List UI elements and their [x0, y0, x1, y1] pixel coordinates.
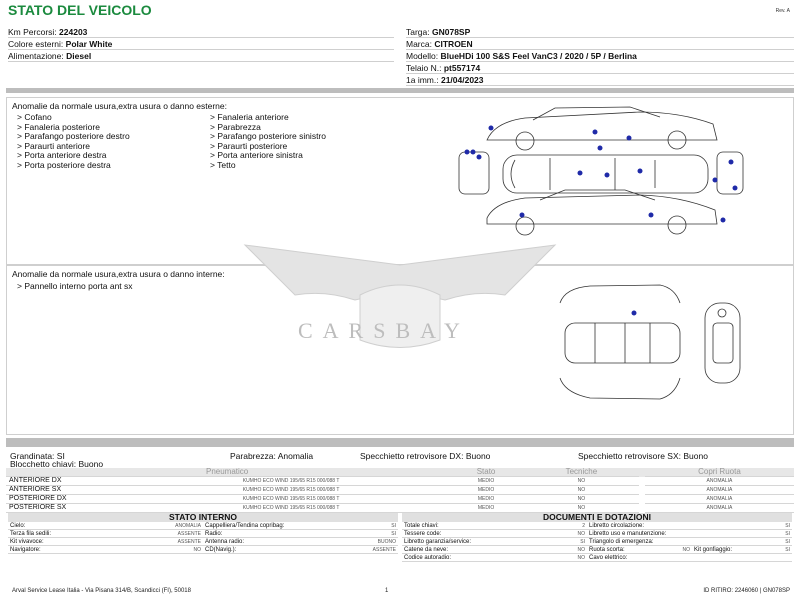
list-item: > Porta anteriore sinistra: [210, 150, 303, 160]
page-title: STATO DEL VEICOLO: [8, 2, 152, 18]
info-alimentazione: Alimentazione: Diesel: [8, 50, 394, 62]
blocchetto-chiavi-text: Blocchetto chiavi: Buono: [10, 459, 104, 469]
table-row: ANTERIORE SX KUMHO ECO WIND 195/65 R15 0…: [6, 485, 794, 495]
damage-marker: [470, 149, 476, 155]
grid-cell: Kit gonfiaggio:SI: [692, 547, 792, 554]
damage-marker: [712, 177, 718, 183]
header-stato: Stato: [448, 468, 524, 477]
list-item: > Parabrezza: [210, 121, 261, 132]
info-colore: Colore esterni: Polar White: [8, 38, 394, 50]
watermark-text: CARSBAY: [298, 318, 470, 343]
damage-marker: [728, 159, 734, 165]
damage-marker: [488, 125, 494, 131]
footer-page-number: 1: [385, 588, 389, 594]
grandinata-text: Grandinata: SI: [10, 451, 65, 461]
grid-cell: Radio:SI: [203, 531, 398, 538]
damage-marker: [604, 172, 610, 178]
list-item: > Pannello interno porta ant sx: [17, 281, 133, 291]
damage-marker: [597, 145, 603, 151]
damage-marker: [476, 154, 482, 160]
list-item: > Porta anteriore destra: [17, 150, 107, 160]
grid-cell: Totale chiavi:2: [402, 523, 587, 530]
grid-cell: Terza fila sedili:ASSENTE: [8, 531, 203, 538]
damage-marker: [626, 135, 632, 141]
grid-cell: Cielo:ANOMALIA: [8, 523, 203, 530]
grid-cell: Triangolo di emergenza:SI: [587, 539, 792, 546]
tires-table: Pneumatico Stato Tecniche Copri Ruota AN…: [6, 468, 794, 513]
section-divider: [6, 438, 794, 447]
footer-id-ritiro: ID RITIRO: 2246060 | GN078SP: [703, 588, 790, 594]
damage-marker: [720, 217, 726, 223]
specchietto-sx-text: Specchietto retrovisore SX: Buono: [578, 451, 708, 461]
specchietto-dx-text: Specchietto retrovisore DX: Buono: [360, 451, 491, 461]
info-targa: Targa: GN078SP: [406, 26, 794, 38]
grid-cell: Catene da neve:NO: [402, 547, 587, 554]
damage-marker: [577, 170, 583, 176]
stato-interno-grid: Cielo:ANOMALIA Cappelliera/Tendina copri…: [8, 522, 398, 556]
info-km: Km Percorsi: 224203: [8, 26, 394, 38]
internal-damage-list: > Pannello interno porta ant sx: [17, 281, 133, 292]
grid-cell: Kit vivavoce:ASSENTE: [8, 539, 203, 546]
internal-damage-heading: Anomalie da normale usura,extra usura o …: [12, 269, 225, 279]
list-item: > Porta posteriore destra: [17, 159, 111, 170]
table-row: ANTERIORE DX KUMHO ECO WIND 195/65 R15 0…: [6, 476, 794, 486]
damage-marker: [648, 212, 654, 218]
list-item: > Fanaleria anteriore: [210, 112, 289, 122]
header-tecniche: Tecniche: [523, 468, 639, 477]
header-copri-ruota: Copri Ruota: [644, 468, 794, 477]
damage-marker: [637, 168, 643, 174]
grid-cell: Cappelliera/Tendina copribag:SI: [203, 523, 398, 530]
grid-cell: Ruota scorta:NO: [587, 547, 692, 554]
list-item: > Tetto: [210, 159, 236, 170]
grid-cell: Libretto circolazione:SI: [587, 523, 792, 530]
list-item: > Paraurti anteriore: [17, 140, 90, 151]
stato-interno-title: STATO INTERNO: [8, 513, 398, 522]
list-item: > Paraurti posteriore: [210, 140, 288, 151]
external-damage-list-left: > Cofano > Fanaleria posteriore > Parafa…: [17, 112, 130, 170]
revision-label: Rev. A: [775, 8, 790, 14]
parabrezza-text: Parabrezza: Anomalia: [230, 451, 314, 461]
damage-marker: [519, 212, 525, 218]
documenti-title: DOCUMENTI E DOTAZIONI: [402, 513, 792, 522]
grid-cell: Navigatore:NO: [8, 547, 203, 554]
grid-cell: Antenna radio:BUONO: [203, 539, 398, 546]
header-pneumatico: Pneumatico: [6, 468, 449, 477]
section-divider: [6, 88, 794, 93]
info-modello: Modello: BlueHDi 100 S&S Feel VanC3 / 20…: [406, 50, 794, 62]
grid-cell: Libretto uso e manutenzione:SI: [587, 531, 792, 538]
damage-marker: [464, 149, 470, 155]
list-item: > Parafango posteriore destro: [17, 131, 130, 141]
info-telaio: Telaio N.: pt557174: [406, 62, 794, 74]
list-item: > Fanaleria posteriore: [17, 121, 100, 132]
documenti-grid: Totale chiavi:2 Libretto circolazione:SI…: [402, 522, 792, 564]
damage-marker: [631, 310, 637, 316]
grid-cell: Libretto garanzia/service:SI: [402, 539, 587, 546]
list-item: > Parafango posteriore sinistro: [210, 131, 326, 141]
info-immatricolazione: 1a imm.: 21/04/2023: [406, 74, 794, 86]
external-damage-heading: Anomalie da normale usura,extra usura o …: [12, 101, 227, 111]
table-header-row: Pneumatico Stato Tecniche Copri Ruota: [6, 468, 794, 477]
grid-cell: Cavo elettrico:: [587, 554, 792, 562]
exterior-car-diagram: [458, 106, 744, 236]
grid-cell: Tessere code:NO: [402, 531, 587, 538]
info-marca: Marca: CITROEN: [406, 38, 794, 50]
table-row: POSTERIORE SX KUMHO ECO WIND 195/65 R15 …: [6, 503, 794, 513]
interior-car-diagram: [559, 284, 741, 400]
damage-marker: [592, 129, 598, 135]
table-row: POSTERIORE DX KUMHO ECO WIND 195/65 R15 …: [6, 494, 794, 504]
footer-address: Arval Service Lease Italia - Via Pisana …: [12, 588, 191, 594]
grid-cell: CD(Navig.):ASSENTE: [203, 547, 398, 554]
list-item: > Cofano: [17, 112, 52, 122]
carsbay-watermark-logo: [243, 244, 557, 348]
external-damage-list-right: > Fanaleria anteriore > Parabrezza > Par…: [210, 112, 326, 170]
damage-marker: [732, 185, 738, 191]
grid-cell: Codice autoradio:NO: [402, 555, 587, 562]
